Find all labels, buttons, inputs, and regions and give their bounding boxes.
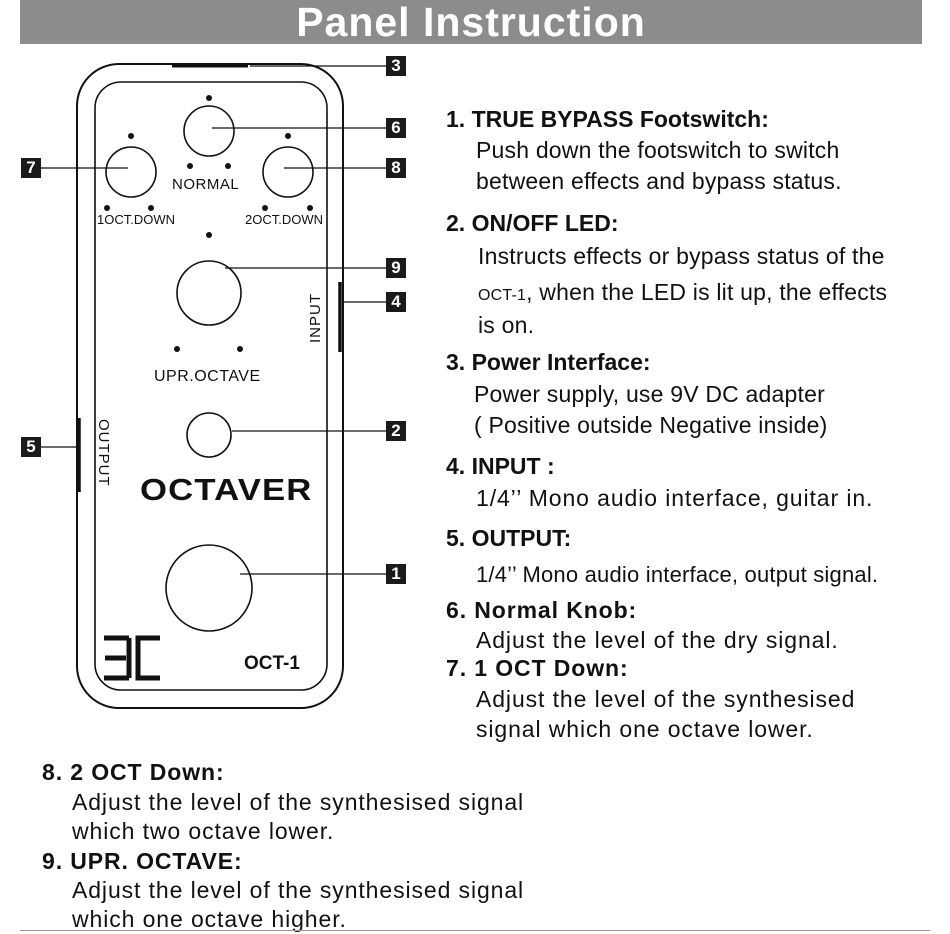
upr-octave-dot-left: [174, 346, 180, 352]
oct2-down-knob: [262, 146, 314, 198]
upr-octave-label: UPR.OCTAVE: [154, 368, 261, 385]
oct1-down-label: 1OCT.DOWN: [97, 212, 175, 227]
item-1-line-1: Push down the footswitch to switch: [476, 137, 840, 163]
oct1-down-knob: [105, 146, 157, 198]
normal-knob-dot-right: [225, 163, 231, 169]
title-bar: Panel Instruction: [20, 0, 922, 44]
item-2-heading: 2. ON/OFF LED:: [446, 210, 619, 236]
item-8-line-1: Adjust the level of the synthesised sign…: [72, 789, 525, 815]
on-off-led: [186, 412, 232, 458]
callout-3: 3: [386, 56, 406, 76]
callout-8: 8: [386, 158, 406, 178]
item-7-line-1: Adjust the level of the synthesised: [476, 686, 856, 712]
brand-logo: [104, 635, 160, 681]
item-7-line-2: signal which one octave lower.: [476, 716, 814, 742]
item-6-heading: 6. Normal Knob:: [446, 597, 638, 623]
item-1-heading: 1. TRUE BYPASS Footswitch:: [446, 106, 769, 132]
callout-1: 1: [386, 564, 406, 584]
item-9-line-1: Adjust the level of the synthesised sign…: [72, 877, 525, 903]
normal-knob-dot-left: [187, 163, 193, 169]
upr-octave-knob: [176, 260, 242, 326]
input-jack-label: INPUT: [307, 293, 324, 343]
item-2-line-3: is on.: [478, 312, 535, 338]
item-8-heading: 8. 2 OCT Down:: [42, 759, 225, 785]
item-2-line-2: OCT-1, when the LED is lit up, the effec…: [478, 279, 887, 306]
pedal-inner-body: [94, 81, 328, 691]
oct2-down-dot-right: [307, 205, 313, 211]
item-8-line-2: which two octave lower.: [72, 818, 335, 844]
pedal-outer-body: [76, 63, 344, 709]
item-9-line-2: which one octave higher.: [72, 906, 347, 932]
callout-5: 5: [21, 437, 41, 457]
oct1-down-dot-right: [148, 205, 154, 211]
oct1-down-dot-top: [128, 133, 134, 139]
upr-octave-dot-top: [206, 232, 212, 238]
item-2-line-1: Instructs effects or bypass status of th…: [478, 243, 885, 269]
callout-7: 7: [21, 158, 41, 178]
output-jack-label: OUTPUT: [95, 419, 112, 487]
normal-knob-label: NORMAL: [172, 176, 240, 193]
item-3-heading: 3. Power Interface:: [446, 349, 651, 375]
bottom-divider: [20, 930, 930, 931]
oct2-down-dot-top: [285, 133, 291, 139]
item-5-line-1: 1/4’’ Mono audio interface, output signa…: [476, 562, 879, 587]
oct1-down-dot-left: [104, 205, 110, 211]
item-5-heading: 5. OUTPUT:: [446, 525, 572, 551]
oct2-down-label: 2OCT.DOWN: [245, 212, 323, 227]
model-label: OCT-1: [244, 653, 300, 674]
callout-9: 9: [386, 258, 406, 278]
item-9-heading: 9. UPR. OCTAVE:: [42, 848, 243, 874]
item-3-line-1: Power supply, use 9V DC adapter: [474, 381, 825, 407]
normal-knob: [183, 105, 235, 157]
item-4-line-1: 1/4’’ Mono audio interface, guitar in.: [476, 485, 874, 511]
page-title: Panel Instruction: [296, 0, 646, 45]
callout-6: 6: [386, 118, 406, 138]
item-2-model-inline: OCT-1: [478, 287, 527, 304]
pedal-name: OCTAVER: [140, 472, 313, 507]
oct2-down-dot-left: [262, 205, 268, 211]
upr-octave-dot-right: [237, 346, 243, 352]
item-4-heading: 4. INPUT :: [446, 453, 555, 479]
normal-knob-dot-top: [206, 95, 212, 101]
callout-4: 4: [386, 292, 406, 312]
footswitch: [165, 544, 253, 632]
item-7-heading: 7. 1 OCT Down:: [446, 655, 629, 681]
item-1-line-2: between effects and bypass status.: [476, 168, 842, 194]
item-6-line-1: Adjust the level of the dry signal.: [476, 627, 839, 653]
item-3-line-2: ( Positive outside Negative inside): [474, 412, 828, 438]
item-2-line-2-rest: , when the LED is lit up, the effects: [526, 279, 888, 305]
callout-2: 2: [386, 421, 406, 441]
